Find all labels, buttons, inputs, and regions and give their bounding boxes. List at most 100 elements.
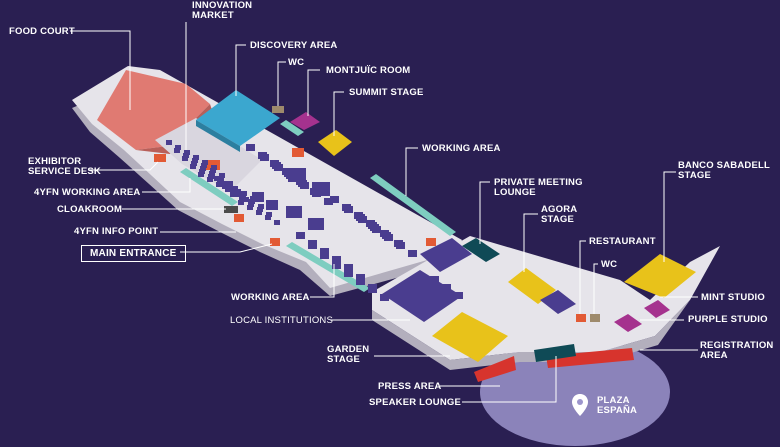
booth — [199, 169, 205, 174]
booth — [248, 202, 254, 207]
booth — [175, 145, 181, 150]
booth — [182, 156, 188, 161]
booth — [368, 286, 377, 293]
orange-booth-3 — [234, 214, 244, 222]
booth — [332, 262, 341, 269]
booth — [217, 179, 223, 184]
label-agora-stage: AGORA STAGE — [541, 204, 578, 225]
agora-side-booth — [540, 290, 576, 314]
label-4yfn-working-area: 4YFN WORKING AREA — [34, 187, 141, 198]
private-meeting-lounge-zone — [462, 238, 500, 262]
garden-stage-zone — [432, 312, 508, 362]
exhibitor-service-desk-zone — [154, 154, 166, 162]
booth — [232, 186, 238, 191]
wc-top-zone — [272, 106, 284, 113]
booth-cluster-a — [420, 238, 472, 272]
booth — [230, 192, 236, 197]
booth — [266, 200, 278, 210]
booth — [239, 197, 245, 202]
label-press-area: PRESS AREA — [378, 381, 442, 392]
label-mint-studio: MINT STUDIO — [701, 292, 765, 303]
label-exhibitor-service-desk: EXHIBITOR SERVICE DESK — [28, 156, 101, 177]
discovery-area-side — [196, 120, 240, 152]
booth — [265, 215, 271, 220]
booth — [372, 226, 381, 233]
booth — [241, 191, 247, 196]
booth — [344, 206, 353, 213]
label-banco-sabadell-stage: BANCO SABADELL STAGE — [678, 160, 770, 181]
wc-right-zone — [590, 314, 600, 322]
booth — [191, 161, 197, 166]
booth — [214, 176, 220, 181]
orange-booth-4 — [270, 238, 280, 246]
booth — [207, 177, 213, 182]
label-restaurant: RESTAURANT — [589, 236, 656, 247]
booth — [274, 164, 283, 171]
label-purple-studio: PURPLE STUDIO — [688, 314, 768, 325]
booth — [320, 252, 329, 259]
local-institutions-zone — [382, 270, 462, 322]
agora-stage-zone — [508, 268, 556, 304]
montjuic-room-zone — [290, 112, 320, 130]
booth — [442, 284, 451, 291]
booth — [344, 270, 353, 277]
booth — [300, 182, 309, 189]
registration-area-zone — [546, 348, 634, 368]
location-pin-icon — [572, 394, 588, 416]
restaurant-zone — [576, 314, 586, 322]
label-food-court: FOOD COURT — [9, 26, 75, 37]
booth — [308, 242, 317, 249]
booth — [266, 212, 272, 217]
booth — [235, 189, 241, 194]
booth — [238, 200, 244, 205]
banco-sabadell-stage-zone — [624, 254, 696, 298]
booth — [222, 184, 228, 189]
booth — [209, 171, 215, 176]
label-garden-stage: GARDEN STAGE — [327, 344, 370, 365]
booth — [208, 174, 214, 179]
label-montjuic-room: MONTJUÏC ROOM — [326, 65, 411, 76]
booth — [258, 204, 264, 209]
label-working-area-top: WORKING AREA — [422, 143, 501, 154]
booth — [231, 189, 237, 194]
purple-studio-zone — [614, 314, 642, 332]
label-innovation-market: INNOVATION MARKET — [192, 0, 253, 21]
label-discovery-area: DISCOVERY AREA — [250, 40, 338, 51]
working-area-top-zone — [370, 174, 456, 236]
booth — [247, 205, 253, 210]
booth — [312, 182, 330, 196]
summit-stage-zone — [318, 130, 352, 156]
booth — [227, 181, 233, 186]
working-area-bottom-zone — [286, 242, 370, 292]
booth — [243, 197, 249, 202]
booth — [174, 148, 180, 153]
working-area-top-small — [280, 120, 304, 136]
booth — [256, 210, 262, 215]
mint-studio-zone — [644, 300, 670, 318]
main-entrance-label[interactable]: MAIN ENTRANCE — [81, 245, 186, 262]
booth — [252, 192, 264, 202]
booth — [396, 242, 405, 249]
label-speaker-lounge: SPEAKER LOUNGE — [369, 397, 462, 408]
label-plaza-espana: PLAZA ESPAÑA — [597, 395, 638, 416]
booth — [274, 220, 280, 225]
booth — [454, 292, 463, 299]
booth — [211, 165, 217, 170]
orange-booth-2 — [292, 148, 304, 157]
booth — [219, 173, 225, 178]
booth — [246, 144, 255, 151]
label-private-meeting-lounge: PRIVATE MEETING LOUNGE — [494, 177, 583, 198]
label-summit-stage: SUMMIT STAGE — [349, 87, 424, 98]
booth — [330, 196, 339, 203]
booth-grid — [166, 140, 463, 301]
label-working-area-bottom: WORKING AREA — [231, 292, 310, 303]
booth — [296, 232, 305, 239]
booth — [192, 158, 198, 163]
booth — [166, 140, 172, 145]
booth — [190, 164, 196, 169]
press-area-zone — [474, 356, 516, 382]
booth — [356, 278, 365, 285]
4yfn-working-area-zone — [180, 168, 238, 206]
